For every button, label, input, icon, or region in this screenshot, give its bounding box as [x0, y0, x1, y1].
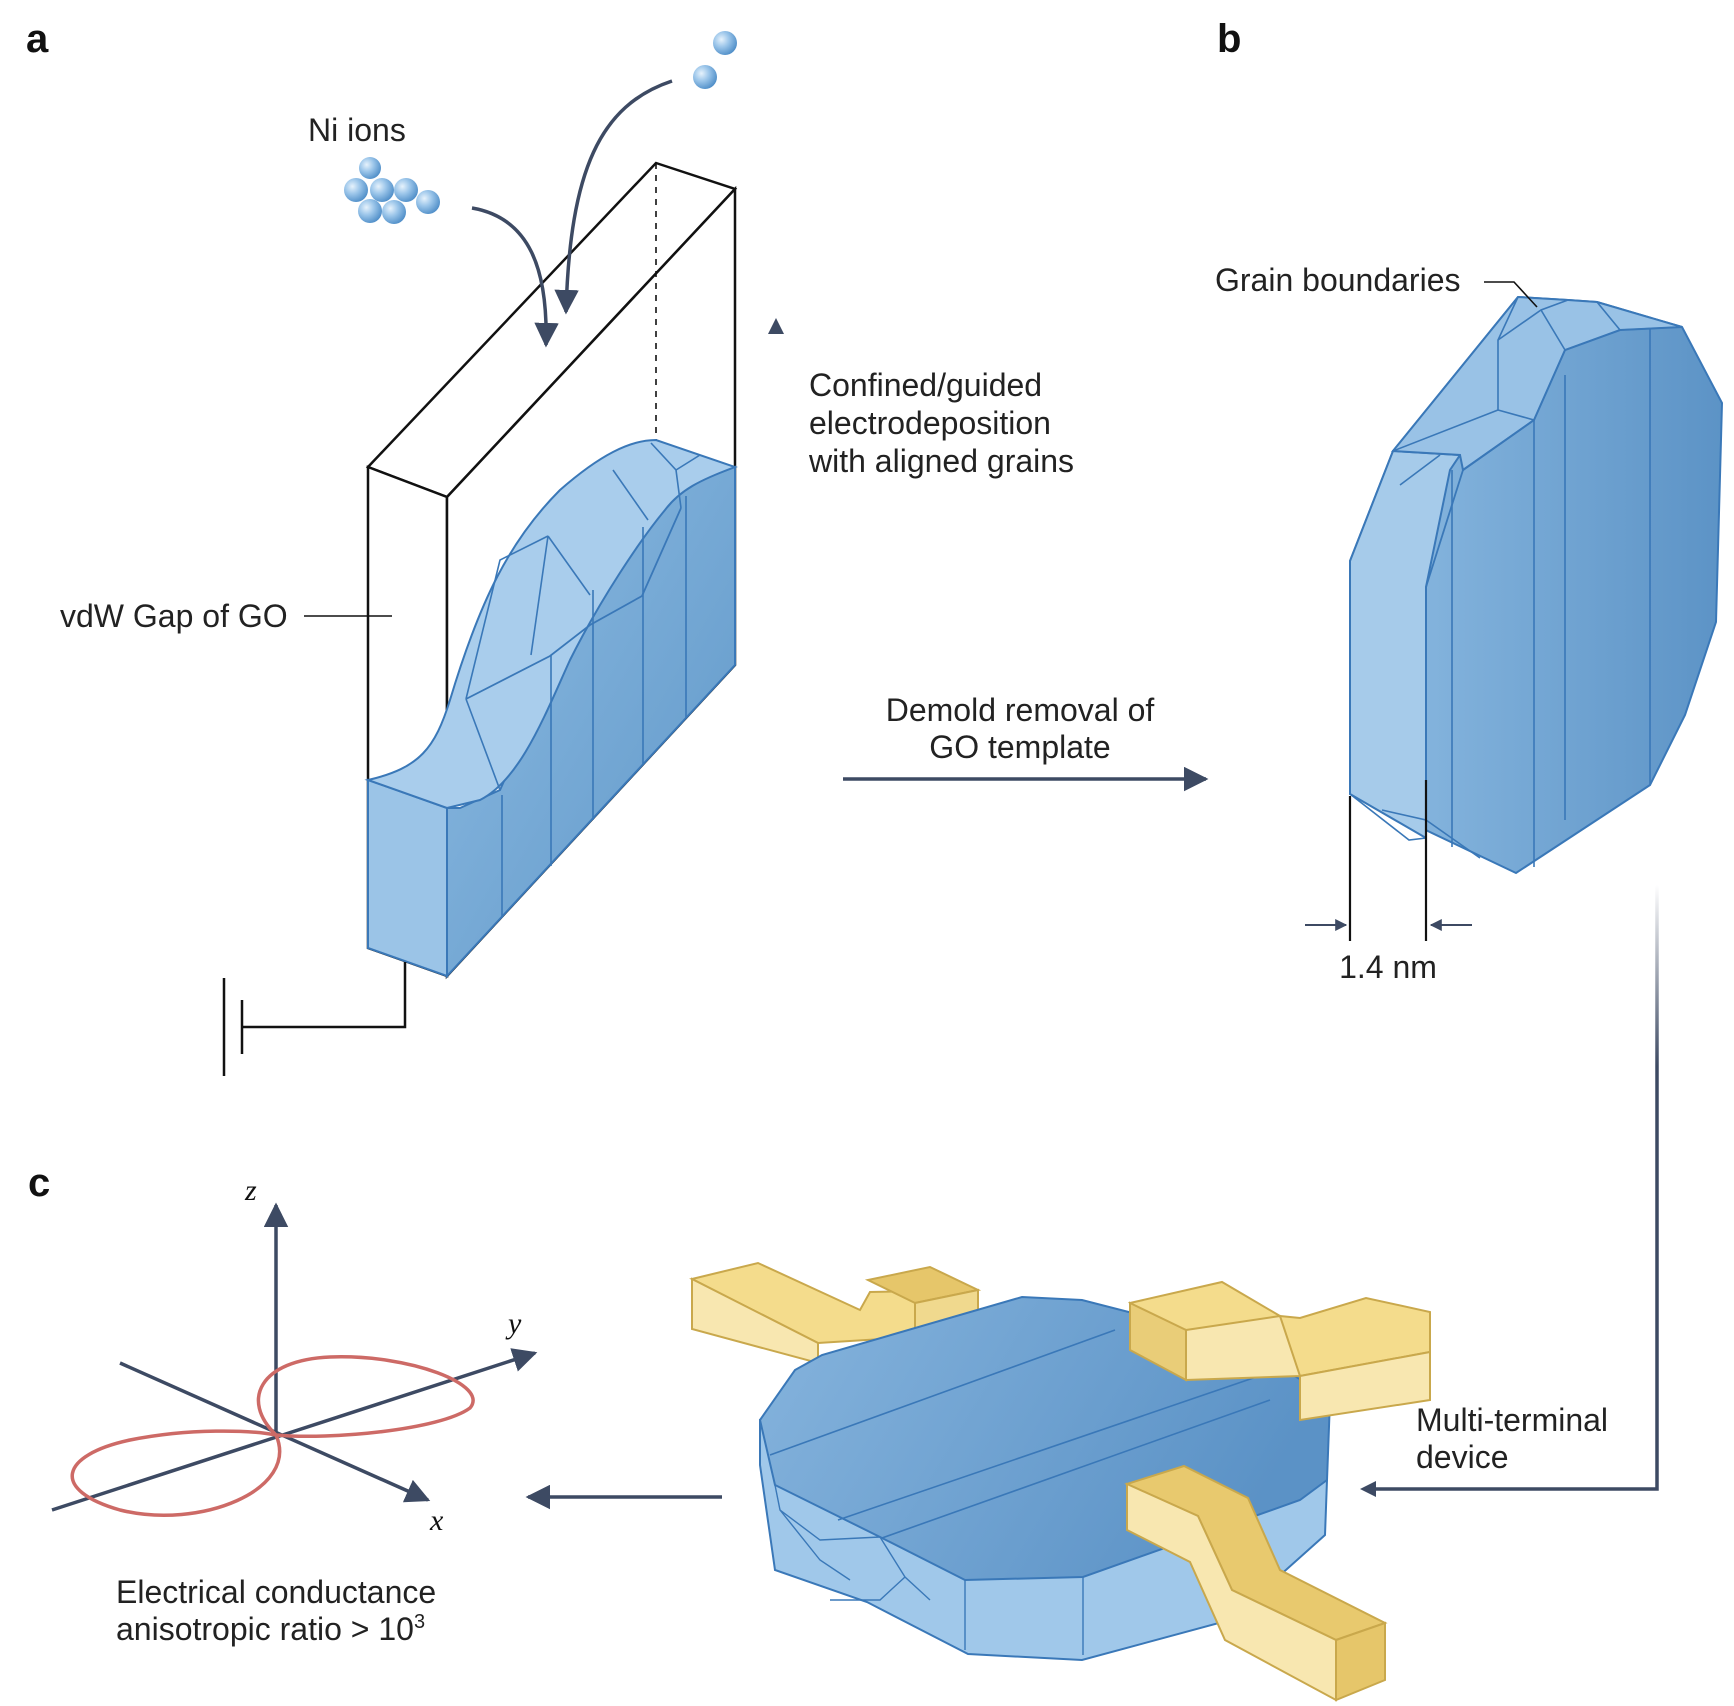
demold-label-line2: GO template [929, 729, 1110, 765]
confined-label-line3: with aligned grains [808, 443, 1074, 479]
conductance-ratio-text: anisotropic ratio > 10 [116, 1611, 414, 1647]
growth-arrowhead [768, 318, 784, 334]
y-axis-label: y [505, 1307, 522, 1340]
ni-ions-label: Ni ions [308, 112, 406, 148]
ni-ion-path-arrow [554, 79, 673, 315]
nickel-crystal [1349, 295, 1724, 875]
ni-ion-path-arrow [471, 206, 559, 348]
confined-label-line2: electrodeposition [809, 405, 1051, 441]
confined-label-line1: Confined/guided [809, 367, 1042, 403]
multi-terminal-label-line1: Multi-terminal [1416, 1402, 1608, 1438]
to-device-arrow [1370, 885, 1659, 1491]
conductance-label-line1: Electrical conductance [116, 1574, 436, 1610]
thickness-label: 1.4 nm [1339, 949, 1437, 985]
x-axis-label: x [429, 1504, 444, 1537]
panel-label-b: b [1217, 17, 1241, 61]
ground-electrode [222, 962, 407, 1076]
multi-terminal-label-line2: device [1416, 1439, 1509, 1475]
axes-3d [51, 1202, 538, 1512]
demold-label-line1: Demold removal of [886, 692, 1155, 728]
panel-label-a: a [26, 17, 49, 61]
thickness-dimension [1305, 780, 1472, 941]
conductance-lobes [70, 1355, 475, 1517]
conductance-exponent: 3 [414, 1611, 425, 1633]
grain-boundaries-leader [1484, 281, 1538, 308]
to-device-arrowhead [1360, 1481, 1376, 1497]
panel-label-c: c [28, 1161, 50, 1205]
nickel-deposit [364, 438, 738, 979]
grain-boundaries-label: Grain boundaries [1215, 262, 1460, 298]
y-axis [51, 1348, 538, 1512]
vdw-gap-label: vdW Gap of GO [60, 598, 288, 634]
device-electrode-back-right [1127, 1280, 1431, 1422]
ni-ion-cluster [344, 157, 440, 224]
device-electrode-front [1124, 1464, 1388, 1702]
z-axis-label: z [244, 1174, 257, 1207]
ni-ion-pair [693, 31, 737, 89]
conductance-label-line2: anisotropic ratio > 103 [116, 1611, 425, 1647]
